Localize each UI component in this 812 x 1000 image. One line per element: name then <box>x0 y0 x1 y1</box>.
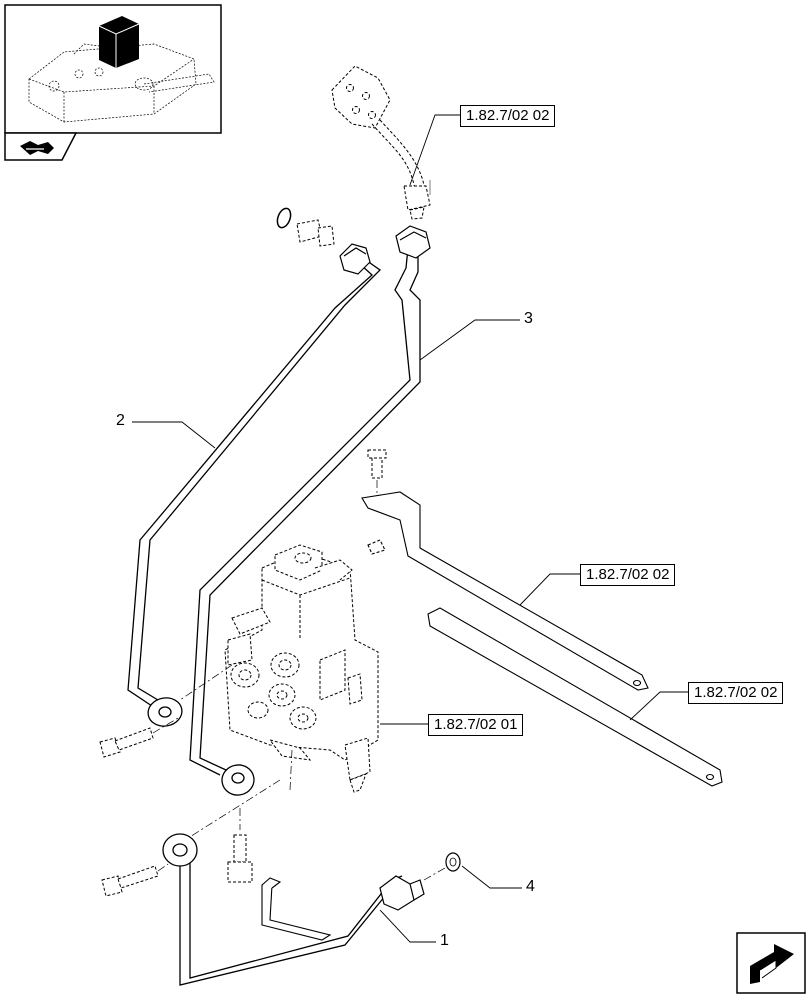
bolt-upper-left <box>367 449 387 479</box>
callout-item-4: 4 <box>526 878 535 895</box>
callout-item-3: 3 <box>524 310 533 327</box>
banjo-end-pipe-1 <box>162 833 198 867</box>
banjo-end-pipe-3 <box>221 764 255 796</box>
highlighted-valve-block <box>99 16 139 68</box>
reference-top-flange[interactable]: 1.82.7/02 02 <box>460 105 556 127</box>
pipe-1-bracket <box>261 877 332 941</box>
bolt-vertical <box>227 834 253 883</box>
next-page-arrow-icon[interactable] <box>736 932 806 994</box>
section-arrow-icon <box>20 141 54 155</box>
callout-item-1: 1 <box>440 932 449 949</box>
banjo-bolt-left <box>99 727 154 758</box>
support-strap-upper <box>361 491 649 691</box>
top-flange-fitting <box>331 65 431 220</box>
leader-lines <box>132 114 688 943</box>
pipe-3 <box>189 247 421 776</box>
pipe-1-nut <box>379 875 425 911</box>
tractor-lift-cover-thumbnail-icon <box>28 43 215 123</box>
banjo-end-pipe-2 <box>147 697 183 727</box>
sealing-washer <box>445 852 461 872</box>
support-strap-lower <box>427 607 723 787</box>
pipe-1 <box>179 860 403 986</box>
control-valve-block <box>224 544 379 793</box>
pipe-2 <box>127 255 382 707</box>
reference-upper-strap[interactable]: 1.82.7/02 02 <box>580 564 676 586</box>
union-fitting-top <box>296 219 335 247</box>
assembly-thumbnail <box>4 4 222 161</box>
callout-item-2: 2 <box>116 412 125 429</box>
reference-lower-strap[interactable]: 1.82.7/02 02 <box>688 682 784 704</box>
banjo-bolt-bottom <box>101 865 159 897</box>
reference-control-valve[interactable]: 1.82.7/02 01 <box>428 714 524 736</box>
pipe-nuts-top <box>339 225 431 275</box>
o-ring-seal <box>276 207 292 229</box>
